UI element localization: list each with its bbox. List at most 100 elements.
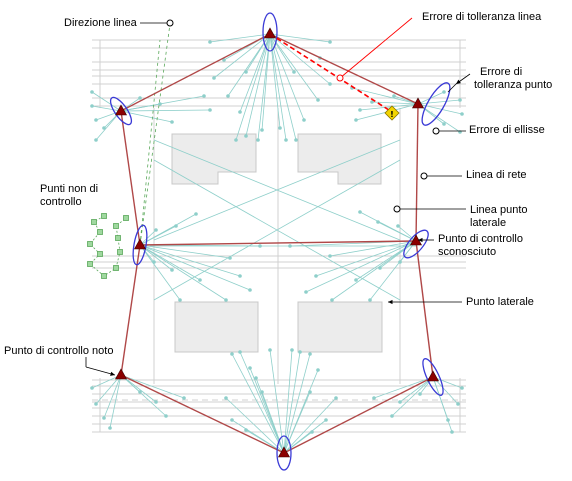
side-shot-line xyxy=(139,244,181,301)
side-shot-line xyxy=(397,225,417,242)
side-shot-line xyxy=(139,229,157,246)
side-point xyxy=(368,298,372,302)
label-punti-non-controllo-2: controllo xyxy=(40,196,82,208)
label-linea-punto-laterale-1: Linea punto xyxy=(470,204,528,216)
side-shot-line xyxy=(139,244,241,277)
side-point xyxy=(90,90,94,94)
side-point xyxy=(316,98,320,102)
non-control-point xyxy=(97,251,103,257)
side-point xyxy=(138,96,142,100)
side-point xyxy=(260,390,264,394)
non-control-point xyxy=(101,273,107,279)
callouts xyxy=(85,17,471,376)
triangle-icon xyxy=(411,97,425,109)
side-shot-line xyxy=(391,376,434,417)
side-point xyxy=(194,212,198,216)
network-line xyxy=(139,240,417,246)
side-point xyxy=(178,298,182,302)
building xyxy=(297,301,383,353)
side-shot-line xyxy=(269,33,295,73)
side-point xyxy=(154,228,158,232)
side-point xyxy=(224,298,228,302)
side-point xyxy=(284,138,288,142)
side-shot-line xyxy=(269,349,285,454)
direction-line xyxy=(139,39,161,246)
label-direzione-linea: Direzione linea xyxy=(64,17,137,29)
side-point xyxy=(370,100,374,104)
side-point xyxy=(398,400,402,404)
side-point xyxy=(248,366,252,370)
non-control-point xyxy=(101,213,107,219)
circle-marker-icon xyxy=(393,205,401,213)
side-shot-line xyxy=(120,374,157,403)
side-shot-line xyxy=(257,33,271,141)
side-shot-line xyxy=(432,376,459,405)
side-point xyxy=(354,118,358,122)
side-point xyxy=(102,126,106,130)
arrowhead-icon xyxy=(418,237,423,243)
svg-text:!: ! xyxy=(390,110,394,119)
side-point xyxy=(330,298,334,302)
non-control-point xyxy=(115,235,121,241)
side-shot-line xyxy=(283,353,311,454)
side-point xyxy=(198,278,202,282)
label-punto-controllo-noto: Punto di controllo noto xyxy=(4,345,114,357)
side-shot-line xyxy=(359,211,417,242)
warning-diamond-icon: ! xyxy=(384,105,400,121)
side-shot-line xyxy=(103,374,122,419)
side-point xyxy=(328,82,332,86)
side-point xyxy=(372,396,376,400)
side-shot-line xyxy=(120,374,167,417)
side-shot-line xyxy=(305,240,417,293)
side-shot-line xyxy=(245,33,271,137)
side-point xyxy=(390,414,394,418)
side-shot-line xyxy=(91,105,122,112)
side-point xyxy=(254,376,258,380)
triangle-icon xyxy=(426,370,440,382)
side-point xyxy=(354,278,358,282)
triangle-icon xyxy=(114,368,128,380)
error-ellipse xyxy=(276,435,292,471)
side-point xyxy=(308,352,312,356)
side-point xyxy=(308,390,312,394)
side-point xyxy=(334,396,338,400)
side-point xyxy=(442,122,446,126)
building xyxy=(171,133,257,185)
side-shot-line xyxy=(283,431,313,454)
side-shot-line xyxy=(213,33,271,79)
side-point xyxy=(256,138,260,142)
side-point xyxy=(316,368,320,372)
line-tolerance-error xyxy=(269,33,393,113)
label-punto-laterale: Punto laterale xyxy=(466,296,534,308)
non-control-point xyxy=(87,261,93,267)
side-shot-line xyxy=(120,374,185,399)
side-point xyxy=(442,90,446,94)
error-ellipse xyxy=(422,358,444,396)
side-point xyxy=(244,428,248,432)
error-ellipses xyxy=(109,12,451,471)
network-line xyxy=(120,110,141,246)
side-point xyxy=(224,396,228,400)
side-point xyxy=(94,402,98,406)
side-shot-line xyxy=(231,353,285,454)
side-shot-line xyxy=(261,391,285,454)
side-shot-line xyxy=(269,33,281,129)
label-errore-tolleranza-punto-2: tolleranza punto xyxy=(474,79,553,91)
side-point xyxy=(304,290,308,294)
arrowhead-icon xyxy=(456,79,461,84)
side-shot-lines xyxy=(90,33,464,454)
side-shot-line xyxy=(417,103,461,133)
side-shot-line xyxy=(369,240,417,301)
side-shot-line xyxy=(432,376,463,389)
side-point xyxy=(108,426,112,430)
side-point xyxy=(450,430,454,434)
side-point xyxy=(460,386,464,390)
circle-marker-icon xyxy=(166,19,174,27)
side-point xyxy=(458,98,462,102)
circle-marker-icon xyxy=(420,172,428,180)
side-shot-line xyxy=(269,33,331,43)
side-point xyxy=(94,118,98,122)
side-point xyxy=(208,108,212,112)
non-control-point xyxy=(97,229,103,235)
side-point xyxy=(230,418,234,422)
